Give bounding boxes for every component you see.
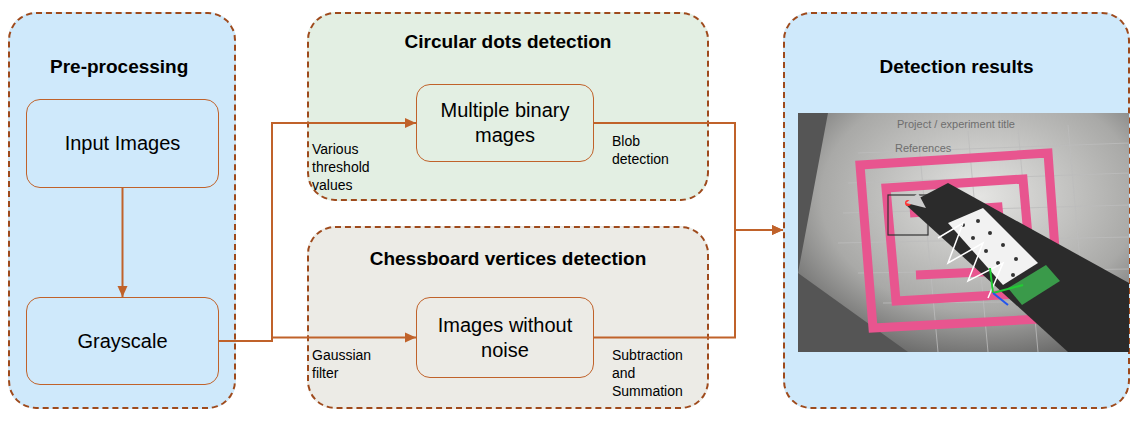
edge-label: Blob detection (612, 132, 687, 168)
result-photo (798, 113, 1129, 352)
box-label: Input Images (65, 131, 181, 156)
stage-panel: Detection resultsProject / experiment ti… (783, 12, 1130, 409)
panel-title: Chessboard vertices detection (309, 248, 707, 270)
stage-panel: Chessboard vertices detectionImages with… (307, 226, 709, 409)
flow-arrow (594, 225, 783, 338)
process-box: Multiple binary mages (416, 84, 594, 162)
process-box: Input Images (26, 99, 219, 188)
process-box: Grayscale (26, 297, 219, 385)
box-label: Images without noise (425, 313, 585, 363)
stage-panel: Pre-processingInput ImagesGrayscale (8, 12, 236, 409)
flow-arrow (219, 118, 416, 341)
box-label: Grayscale (77, 329, 167, 354)
process-box: Images without noise (416, 297, 594, 378)
box-label: Multiple binary mages (425, 98, 585, 148)
flow-arrow (118, 188, 128, 297)
panel-title: Pre-processing (50, 56, 188, 78)
photo-text: Project / experiment title (897, 118, 1015, 130)
flow-arrow (594, 123, 783, 235)
edge-label: Gaussian filter (312, 346, 392, 382)
panel-title: Detection results (785, 56, 1128, 78)
panel-title: Circular dots detection (309, 31, 707, 53)
flow-arrow (219, 333, 416, 343)
photo-text: References (895, 142, 951, 154)
edge-label: Subtraction and Summation (612, 346, 707, 401)
edge-label: Various threshold values (312, 140, 387, 195)
